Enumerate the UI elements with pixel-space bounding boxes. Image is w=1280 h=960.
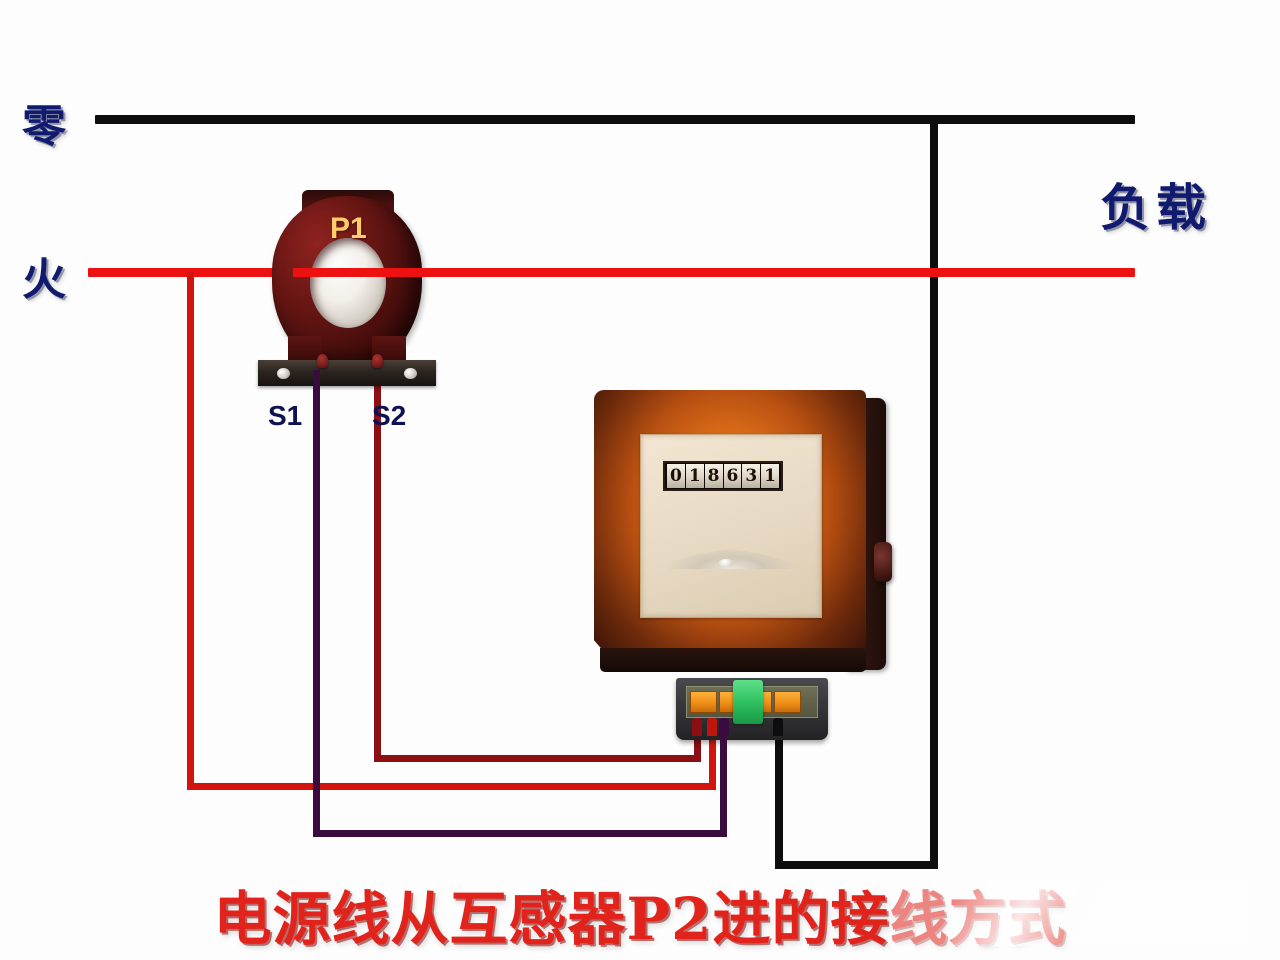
- meter-register-display: 0 1 8 6 3 1: [663, 461, 783, 491]
- ct-label-s2: S2: [372, 400, 407, 431]
- ct-terminal-s2[interactable]: [372, 354, 383, 368]
- live-tap-drop-wire: [187, 272, 194, 790]
- neutral-bus-line: [95, 115, 1135, 124]
- caption-main: 电源线从互感器P2进的接: [213, 885, 890, 953]
- s1-wire-vertical: [313, 370, 320, 834]
- diagram-caption: 电源线从互感器P2进的接线方式: [0, 872, 1280, 956]
- ct-label-s1: S1: [268, 400, 303, 431]
- label-load: 负载: [1100, 178, 1212, 237]
- neutral-drop-wire: [930, 119, 938, 869]
- s2-wire-horizontal: [374, 755, 701, 762]
- neutral-bottom-run: [775, 861, 936, 869]
- s1-wire-horizontal: [313, 830, 727, 837]
- caption-faded: 线方式: [889, 885, 1067, 953]
- live-bus-through-ct: [293, 268, 433, 277]
- register-digit: 6: [723, 464, 742, 488]
- lug-darkred: [692, 718, 702, 736]
- meter-pointer-hub: [719, 559, 733, 567]
- neutral-to-terminal-wire: [775, 735, 783, 865]
- meter-terminal-block[interactable]: [676, 678, 828, 740]
- ct-primary-label: P1: [330, 212, 367, 245]
- label-live: 火: [22, 254, 68, 305]
- live-tap-to-terminal-wire: [709, 735, 716, 787]
- meter-latch-knob[interactable]: [874, 542, 892, 582]
- lug-black: [773, 718, 783, 736]
- register-digit: 8: [704, 464, 723, 488]
- live-bus-line-right: [425, 268, 1135, 277]
- energy-meter[interactable]: 0 1 8 6 3 1: [594, 390, 892, 675]
- register-digit: 1: [761, 464, 779, 488]
- meter-faceplate: 0 1 8 6 3 1: [640, 434, 822, 618]
- register-digit: 0: [667, 464, 685, 488]
- register-digit: 1: [685, 464, 704, 488]
- label-neutral: 零: [22, 101, 68, 152]
- lug-red: [707, 718, 717, 736]
- s2-wire-vertical: [374, 370, 381, 759]
- live-tap-bottom-run: [187, 783, 716, 790]
- lug-purple: [719, 718, 729, 736]
- terminal-block-divider: [733, 680, 763, 724]
- ct-terminal-s1[interactable]: [317, 354, 328, 368]
- register-digit: 3: [742, 464, 761, 488]
- ct-mounting-bracket: [258, 360, 436, 386]
- terminal-4[interactable]: [774, 691, 801, 713]
- current-transformer[interactable]: [258, 190, 436, 396]
- meter-base-plinth: [600, 648, 866, 672]
- s1-wire-to-terminal: [720, 735, 727, 835]
- s2-wire-to-terminal: [694, 735, 701, 759]
- ct-window-aperture: [310, 238, 386, 328]
- terminal-1[interactable]: [690, 691, 717, 713]
